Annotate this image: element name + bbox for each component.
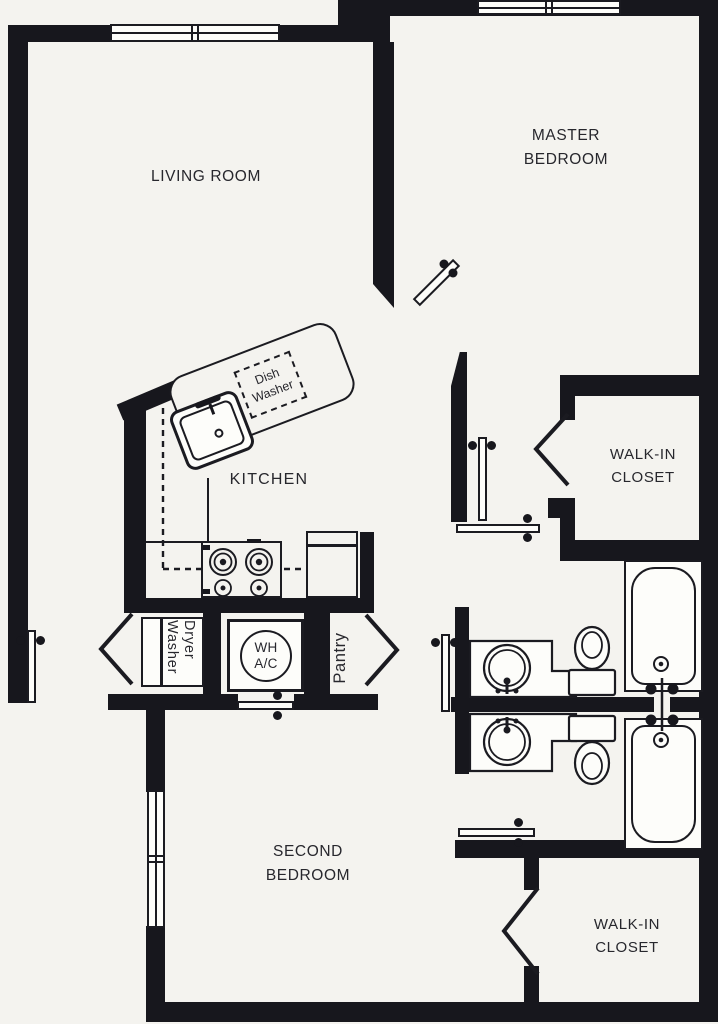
wall-closet1-stub-bottom-v (560, 498, 575, 544)
wall-pantry-south (294, 694, 378, 710)
wall-closet1-stub-top (560, 394, 575, 420)
door-knob (523, 514, 532, 523)
door-knob (273, 711, 282, 720)
window-living (110, 24, 280, 42)
wall-bottom-exterior (146, 1002, 718, 1022)
stove-tab (203, 545, 210, 550)
kitchen-label: KITCHEN (229, 471, 309, 488)
toilet-master (567, 625, 617, 697)
living-room-label: LIVING ROOM (151, 168, 261, 185)
hall-door-leaf (441, 634, 450, 712)
wall-living-master-divider (373, 42, 394, 308)
door-knob (273, 691, 282, 700)
bath-door-leaf (456, 524, 540, 533)
counter-edge-line (143, 478, 209, 543)
door-knob (36, 636, 45, 645)
wall-kitchen-south (124, 598, 368, 613)
utility-sliding-door (237, 701, 294, 710)
wall-closet2-stub-top (524, 858, 539, 890)
door-knob (523, 533, 532, 542)
door-knob (514, 838, 523, 847)
wall-bath-west-lower (455, 712, 469, 774)
door-knob (431, 638, 440, 647)
window-mullion (191, 24, 199, 42)
window-mullion (147, 855, 165, 863)
walk-in-closet-second-label: WALK-IN CLOSET (593, 916, 661, 957)
wall-wh-pantry-divider (304, 613, 330, 698)
wall-bed2-left-lower (146, 926, 165, 1022)
pantry-label: Pantry (331, 632, 349, 684)
wall-laundry-wh-divider (203, 613, 221, 698)
washer-dryer-closet (141, 617, 204, 687)
wall-fridge-right (360, 532, 374, 613)
wall-closet1-bottom (560, 540, 718, 561)
bath2-door-leaf (458, 828, 535, 837)
stove (201, 539, 282, 598)
bifold-door-laundry (98, 612, 134, 686)
refrigerator-freezer-line (308, 544, 356, 547)
bifold-door-pantry (364, 613, 400, 687)
vanity-sink-master (468, 639, 578, 699)
washer-label: Washer (164, 620, 180, 675)
walk-in-closet-master-label: WALK-IN CLOSET (609, 446, 677, 487)
window-mullion (545, 0, 553, 15)
master-bedroom-door (412, 258, 461, 307)
window-pane-line (155, 792, 157, 926)
dishwasher-label: Dish Washer (250, 365, 296, 406)
door-knob (16, 636, 25, 645)
wall-bath-divider (451, 697, 718, 712)
wall-kitchen-left (124, 406, 146, 602)
wall-closet1-top (560, 375, 718, 396)
wall-step (338, 0, 390, 42)
wall-closet2-stub-bottom (524, 966, 539, 1006)
window-second-bedroom (147, 790, 165, 928)
bathtub-basin (631, 725, 696, 843)
stove-handle (247, 539, 261, 543)
dryer-label: Dryer (181, 620, 197, 660)
wall-bath-west-mid (455, 607, 469, 699)
door-knob (487, 441, 496, 450)
entry-door-leaf (27, 630, 36, 703)
bifold-door-closet-master (533, 412, 570, 487)
water-heater-ac-closet: WH A/C (227, 619, 304, 692)
door-knob (450, 638, 459, 647)
wall-bed2-left-upper (146, 694, 165, 792)
window-pane-line (479, 6, 619, 9)
washer-dryer-divider (160, 619, 163, 685)
bathtub-second (624, 718, 703, 850)
wall-right-exterior (699, 0, 718, 1022)
water-heater-ac-label: WH A/C (254, 640, 278, 671)
master-bedroom-label: MASTER BEDROOM (523, 127, 609, 169)
dishwasher-outline: Dish Washer (233, 350, 308, 419)
vanity-sink-second (468, 712, 578, 773)
second-bedroom-label: SECOND BEDROOM (265, 843, 351, 885)
bathtub-master (624, 560, 703, 692)
wall-foyer-south (108, 694, 238, 710)
door-knob (514, 818, 523, 827)
refrigerator (306, 531, 358, 598)
bifold-door-closet-second (501, 886, 540, 976)
wall-bath-west-upper (451, 352, 467, 522)
stove-tab (203, 589, 210, 594)
wall-left-exterior (8, 25, 28, 687)
door-knob (468, 441, 477, 450)
toilet-second (567, 714, 617, 786)
window-pane-line (112, 32, 278, 34)
window-master (477, 0, 621, 15)
closet-door-leaf (478, 437, 487, 521)
washer-dryer-labels: Washer Dryer (163, 620, 198, 686)
bathtub-basin (631, 567, 696, 685)
water-heater-ac-unit: WH A/C (240, 630, 292, 682)
